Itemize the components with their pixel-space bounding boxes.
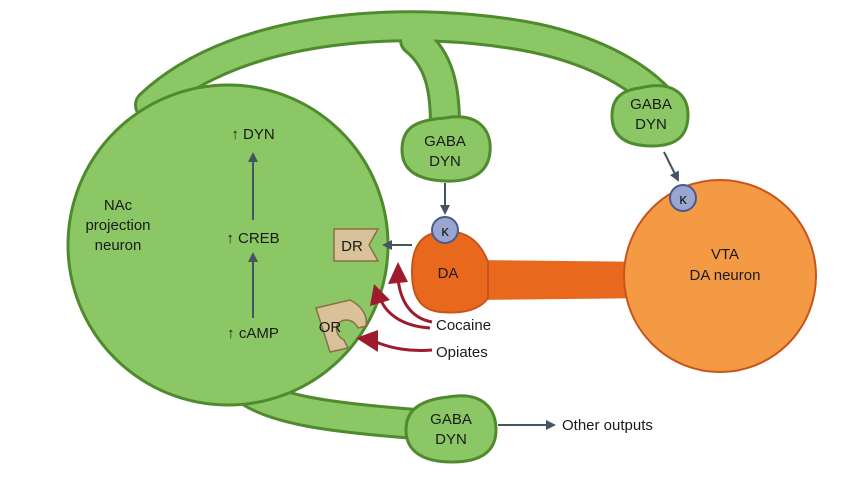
terminal-right-line2: DYN <box>635 116 667 133</box>
gray-arrows <box>248 151 679 430</box>
drug-arrows <box>356 262 433 352</box>
other-outputs-label: Other outputs <box>562 417 653 434</box>
dr-label: DR <box>341 238 363 255</box>
cocaine-arrow-outer <box>396 277 433 324</box>
cocaine-arrowhead-inner <box>370 284 390 306</box>
vta-label-line2: DA neuron <box>690 267 761 284</box>
terminal-bottom: GABA DYN <box>404 394 498 464</box>
nac-label-line2: projection <box>85 217 150 234</box>
terminal-bottom-line2: DYN <box>435 431 467 448</box>
arrow-terminal-right-to-kappa <box>663 151 679 182</box>
vta-da-neuron: DA VTA DA neuron <box>410 179 817 373</box>
nac-label-line3: neuron <box>95 237 142 254</box>
terminal-right: GABA DYN <box>610 84 690 148</box>
upper-axon-branch-left-fill <box>402 27 458 138</box>
upper-axon-arc-fill <box>137 13 673 118</box>
cocaine-arrowhead-outer <box>388 262 408 284</box>
vta-cell-body <box>623 179 817 373</box>
kappa-receptor-vta: κ <box>669 184 697 212</box>
opioid-receptor: OR <box>315 299 368 353</box>
cascade-dyn: ↑ DYN <box>231 126 274 143</box>
terminal-bottom-line1: GABA <box>430 411 472 428</box>
opiates-arrowhead <box>356 330 378 352</box>
kappa-symbol-left: κ <box>441 223 449 240</box>
nac-labels: NAc projection neuron ↑ DYN ↑ CREB ↑ cAM… <box>85 126 279 342</box>
da-axon <box>470 260 660 300</box>
terminal-left-line2: DYN <box>429 153 461 170</box>
da-terminal <box>410 230 489 314</box>
da-terminal-label: DA <box>438 265 459 282</box>
vta-label-line1: VTA <box>711 246 739 263</box>
cascade-creb: ↑ CREB <box>226 230 279 247</box>
terminal-left: GABA DYN <box>400 115 492 183</box>
nac-label-line1: NAc <box>104 197 133 214</box>
terminal-right-line1: GABA <box>630 96 672 113</box>
terminal-left-line1: GABA <box>424 133 466 150</box>
dopamine-receptor: DR <box>333 228 380 262</box>
or-label: OR <box>319 319 342 336</box>
cascade-camp: ↑ cAMP <box>227 325 279 342</box>
opiates-label: Opiates <box>436 344 488 361</box>
opiates-arrow <box>375 340 433 352</box>
kappa-receptor-da-terminal: κ <box>431 216 459 244</box>
cocaine-label: Cocaine <box>436 317 491 334</box>
kappa-symbol-right: κ <box>679 191 687 208</box>
